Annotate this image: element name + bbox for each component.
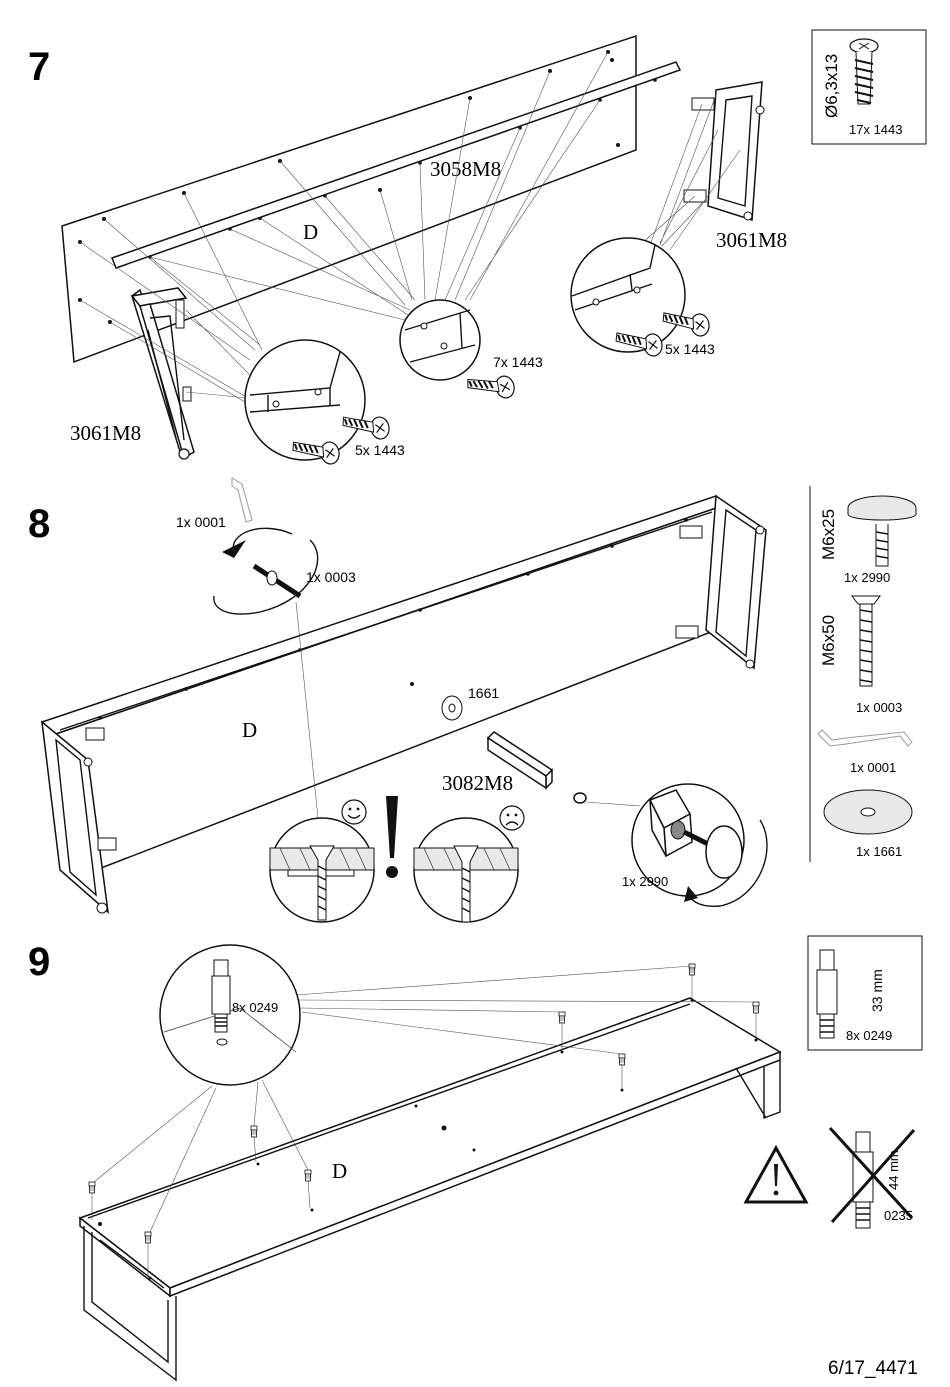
step-8-box-size-2: M6x50	[819, 615, 838, 666]
step-8-callout-key: 1x 0001	[176, 514, 226, 530]
step-7-left-frame-label: 3061M8	[70, 421, 141, 445]
step-8-panel-label: D	[242, 718, 257, 742]
step-9-panel-label: D	[332, 1159, 347, 1183]
step-9-wrong-part	[828, 1126, 916, 1229]
step-8-left-frame	[41, 720, 117, 914]
step-9-number: 9	[28, 940, 50, 984]
step-7-zoom-left	[244, 339, 366, 461]
step-7-callout-right: 5x 1443	[665, 341, 715, 357]
foot-glide-icon	[573, 792, 587, 804]
step-8-right-frame	[675, 494, 767, 670]
page-footer: 6/17_4471	[828, 1358, 918, 1379]
step-8-box-size-1: M6x25	[819, 509, 838, 560]
step-8-callout-bolt: 1x 0003	[306, 569, 356, 585]
step-7-box-size: Ø6,3x13	[822, 54, 841, 118]
step-7-parts-box	[811, 29, 927, 145]
step-9-box-size: 33 mm	[869, 969, 885, 1012]
happy-face-icon	[341, 799, 367, 825]
step-8-zoom-bad	[413, 817, 519, 923]
step-9-parts-box	[807, 935, 923, 1051]
step-7-panel	[61, 34, 637, 364]
step-7-number: 7	[28, 45, 50, 89]
step-7-zoom-middle	[399, 299, 481, 381]
step-8-bar	[486, 731, 554, 790]
step-9-box-qty: 8x 0249	[846, 1028, 892, 1043]
step-8-box-qty-4: 1x 1661	[856, 844, 902, 859]
step-8-box-qty-2: 1x 0003	[856, 700, 902, 715]
step-8-zoom-good	[269, 817, 375, 923]
step-8-panel	[40, 495, 724, 871]
step-8-callout-washer: 1661	[468, 685, 499, 701]
step-7-callout-left: 5x 1443	[355, 442, 405, 458]
step-9-wrong-qty: 0235	[884, 1208, 913, 1223]
step-9-wrong-size: 44 mm	[886, 1150, 901, 1190]
exclamation-icon	[386, 796, 398, 878]
washer-icon	[410, 682, 463, 721]
step-7-right-frame	[683, 81, 765, 222]
bolt-icon	[851, 595, 881, 687]
warning-icon	[743, 1144, 809, 1204]
screw-icon	[849, 38, 879, 105]
foot-glide-icon	[847, 495, 917, 567]
step-8-part-label: 3082M8	[442, 771, 513, 795]
step-9-callout: 8x 0249	[232, 1000, 278, 1015]
step-7-callout-middle: 7x 1443	[493, 354, 543, 370]
step-7-right-frame-label: 3061M8	[716, 228, 787, 252]
step-8-box-qty-1: 1x 2990	[844, 570, 890, 585]
step-8-number: 8	[28, 502, 50, 546]
step-7-zoom-right	[570, 237, 686, 353]
dowel-icon	[816, 949, 838, 1039]
dowel-icon	[211, 959, 231, 1033]
screw-icon	[464, 367, 518, 408]
step-7-box-qty: 17x 1443	[849, 122, 903, 137]
allen-key-icon	[231, 477, 253, 523]
bolt-icon	[252, 563, 302, 599]
step-7-panel-label: D	[303, 220, 318, 244]
step-8-zoom-foot	[631, 783, 768, 908]
rotation-arrow-icon	[213, 527, 319, 615]
step-7-leader-lines	[79, 51, 741, 406]
step-8-box-qty-3: 1x 0001	[850, 760, 896, 775]
step-8-parts-box	[809, 486, 917, 862]
step-9-leader-lines	[91, 965, 757, 1276]
step-9-shelf	[78, 997, 782, 1382]
step-9-zoom	[159, 944, 301, 1086]
allen-key-icon	[817, 729, 913, 747]
washer-icon	[823, 789, 913, 835]
sad-face-icon	[499, 805, 525, 831]
step-7-rail-label: 3058M8	[430, 157, 501, 181]
step-8-callout-foot: 1x 2990	[622, 874, 668, 889]
